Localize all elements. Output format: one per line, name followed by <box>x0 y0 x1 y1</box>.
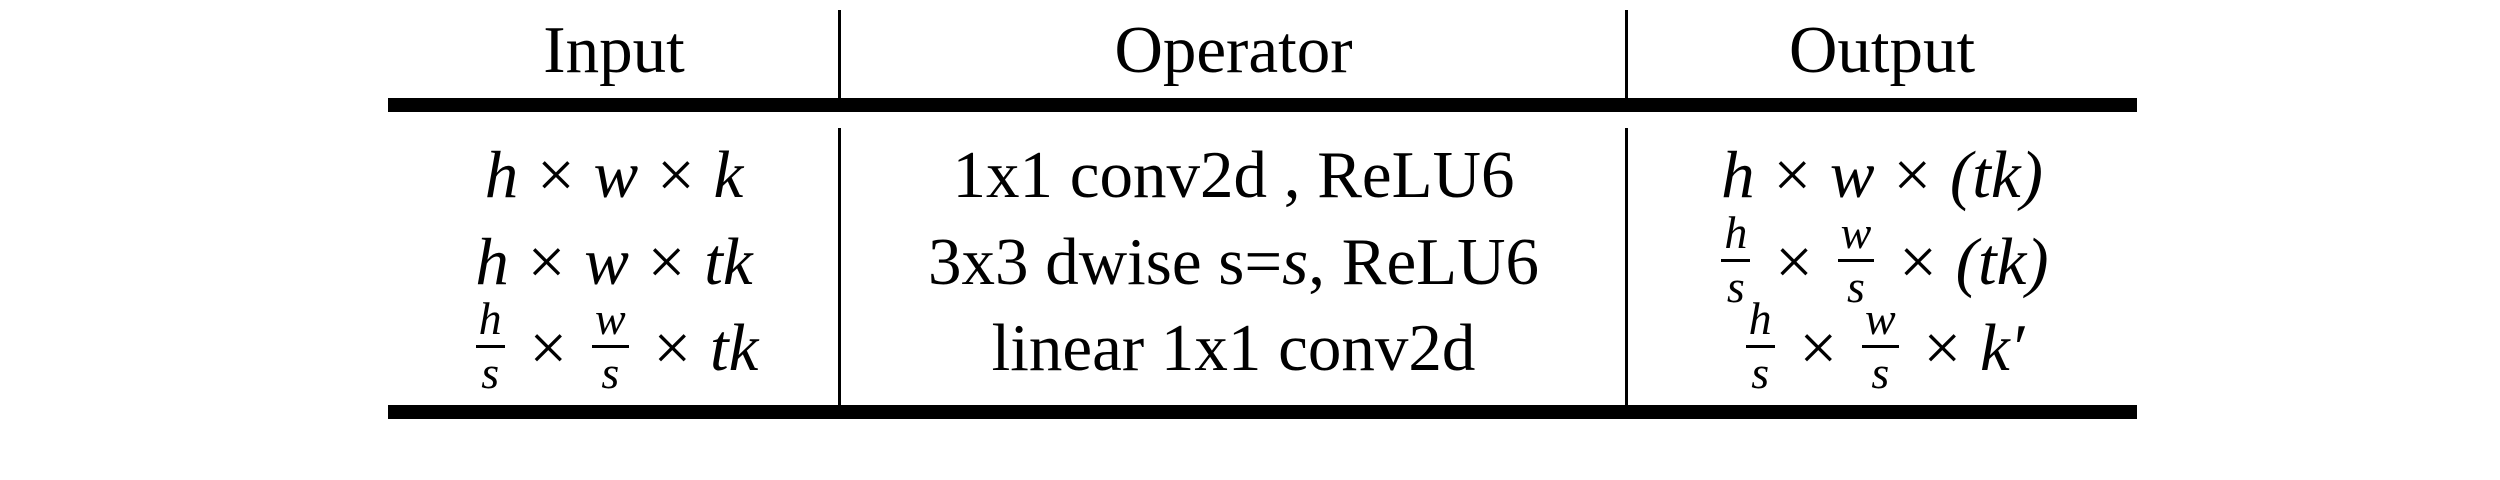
times-symbol: × <box>656 137 695 212</box>
row1-operator: 1x1 conv2d , ReLU6 <box>952 137 1515 212</box>
header-output: Output <box>1788 12 1976 87</box>
var-k: k <box>713 137 744 212</box>
times-symbol: × <box>653 310 692 385</box>
numerator: w <box>1864 293 1896 344</box>
fraction: w s <box>1861 293 1899 398</box>
times-symbol: × <box>527 224 566 299</box>
fraction: w s <box>591 293 629 398</box>
var-tk: tk <box>704 224 753 299</box>
bottom-rule <box>388 405 2137 419</box>
times-symbol: × <box>1799 310 1838 385</box>
numerator: h <box>478 293 502 344</box>
var-h: h <box>484 137 519 212</box>
fraction: h s <box>1745 293 1775 398</box>
fraction-bar <box>1745 345 1775 348</box>
times-symbol: × <box>1899 224 1937 299</box>
fraction: h s <box>1721 207 1751 312</box>
times-symbol: × <box>536 137 575 212</box>
column-divider <box>838 128 841 405</box>
denominator: s <box>1847 261 1865 312</box>
denominator: s <box>481 347 500 398</box>
column-divider <box>1625 10 1628 98</box>
operator-text: 3x3 dwise s= <box>928 224 1283 299</box>
row3-output: h s × w s × k′ <box>1627 296 2137 396</box>
fraction-bar <box>1837 259 1875 262</box>
var-tk: (tk) <box>1955 224 2049 299</box>
times-symbol: × <box>1893 137 1932 212</box>
denominator: s <box>1726 261 1745 312</box>
var-h: h <box>1721 137 1755 212</box>
var-tk: tk <box>709 310 759 385</box>
header-input: Input <box>543 12 685 87</box>
row2-input: h × w × tk <box>388 222 840 302</box>
denominator: s <box>601 347 620 398</box>
times-symbol: × <box>1773 137 1812 212</box>
column-divider <box>1625 128 1628 405</box>
var-w: w <box>593 137 639 212</box>
times-symbol: × <box>1775 224 1813 299</box>
numerator: h <box>1724 207 1748 258</box>
times-symbol: × <box>1923 310 1962 385</box>
numerator: h <box>1748 293 1772 344</box>
fraction-bar <box>475 345 505 348</box>
fraction-bar <box>1721 259 1751 262</box>
fraction: h s <box>475 293 505 398</box>
top-rule <box>388 98 2137 112</box>
var-s: s <box>1282 224 1309 299</box>
numerator: w <box>1840 207 1872 258</box>
var-tk: (tk) <box>1949 137 2043 212</box>
operator-text: , ReLU6 <box>1308 224 1539 299</box>
row1-input: h × w × k <box>388 135 840 215</box>
denominator: s <box>1751 347 1770 398</box>
row3-operator: linear 1x1 conv2d <box>991 310 1476 385</box>
row1-output: h × w × (tk) <box>1627 135 2137 215</box>
var-w: w <box>1829 137 1875 212</box>
column-divider <box>838 10 841 98</box>
times-symbol: × <box>647 224 686 299</box>
fraction-bar <box>591 345 629 348</box>
header-operator: Operator <box>1114 12 1353 87</box>
times-symbol: × <box>529 310 568 385</box>
row2-output: h s × w s × (tk) <box>1627 210 2137 310</box>
var-w: w <box>584 224 629 299</box>
row3-input: h s × w s × tk <box>388 296 840 396</box>
numerator: w <box>594 293 626 344</box>
fraction-bar <box>1861 345 1899 348</box>
row2-operator: 3x3 dwise s=s, ReLU6 <box>840 222 1627 302</box>
var-k-prime: k′ <box>1979 310 2025 385</box>
var-h: h <box>475 224 509 299</box>
fraction: w s <box>1837 207 1875 312</box>
denominator: s <box>1871 347 1890 398</box>
